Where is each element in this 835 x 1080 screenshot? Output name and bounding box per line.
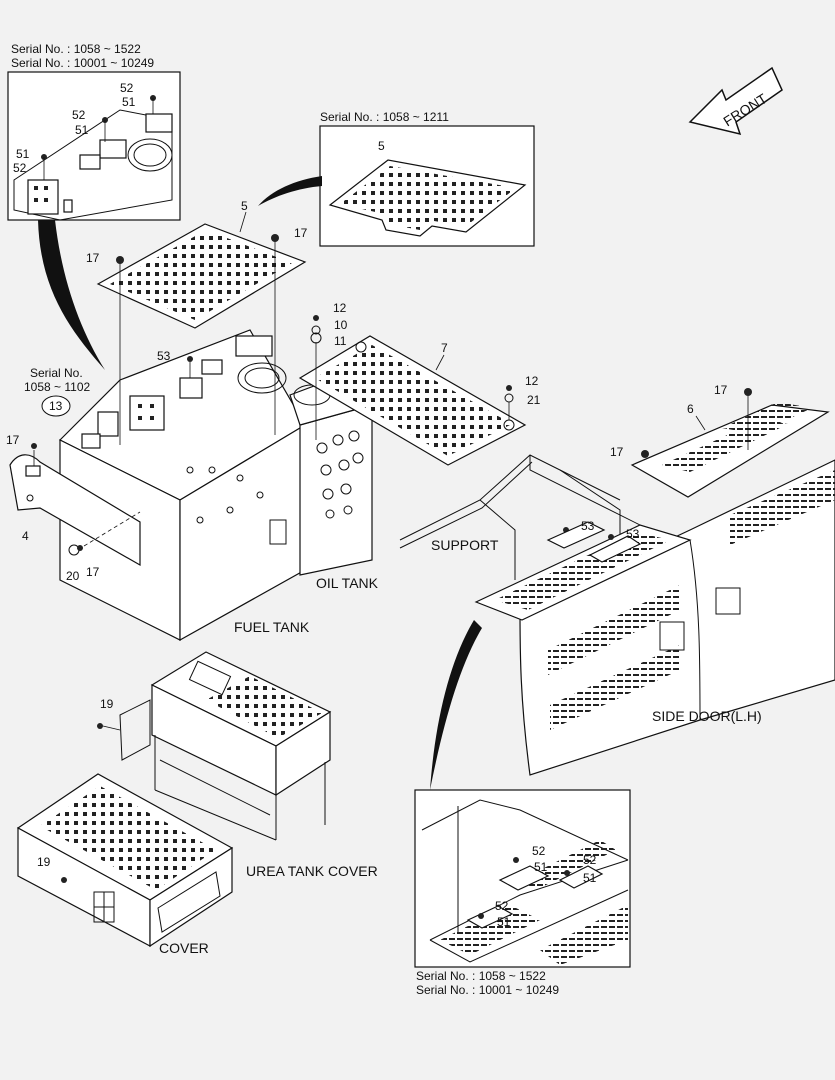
callout-21: 21 xyxy=(527,393,541,407)
plate-6: 6 17 17 xyxy=(610,383,830,498)
side-serial-line-1: Serial No. xyxy=(30,366,83,380)
fuel-tank-label: FUEL TANK xyxy=(234,619,310,635)
callout-51: 51 xyxy=(583,871,597,885)
callout-53: 53 xyxy=(157,349,171,363)
callout-17: 17 xyxy=(610,445,624,459)
inset-serial-line-1: Serial No. : 1058 ~ 1522 xyxy=(11,42,141,56)
callout-52: 52 xyxy=(72,108,86,122)
callout-51: 51 xyxy=(16,147,30,161)
connector-swoosh xyxy=(38,220,105,370)
inset-bottom-right: 52 51 52 51 52 51 Serial No. : 1058 ~ 15… xyxy=(414,789,631,997)
front-arrow: FRONT xyxy=(688,66,783,136)
callout-12: 12 xyxy=(333,301,347,315)
callout-5: 5 xyxy=(378,139,385,153)
side-door-label: SIDE DOOR(L.H) xyxy=(652,708,762,724)
side-serial-line-2: 1058 ~ 1102 xyxy=(24,380,91,394)
oil-tank-label: OIL TANK xyxy=(316,575,379,591)
support-frame: SUPPORT xyxy=(399,454,651,580)
callout-52: 52 xyxy=(583,853,597,867)
side-serial: Serial No. 1058 ~ 1102 13 xyxy=(24,366,91,417)
callout-19: 19 xyxy=(100,697,114,711)
callout-52: 52 xyxy=(532,844,546,858)
callout-17: 17 xyxy=(6,433,20,447)
callout-17: 17 xyxy=(86,251,100,265)
callout-51: 51 xyxy=(75,123,89,137)
support-label: SUPPORT xyxy=(431,537,499,553)
callout-6: 6 xyxy=(687,402,694,416)
inset-top-left: Serial No. : 1058 ~ 1522 Serial No. : 10… xyxy=(7,42,181,221)
callout-20: 20 xyxy=(66,569,80,583)
callout-51: 51 xyxy=(122,95,136,109)
connector-swoosh xyxy=(258,176,322,206)
callout-53: 53 xyxy=(626,527,640,541)
urea-tank-cover-label: UREA TANK COVER xyxy=(246,863,378,879)
inset-top-middle: Serial No. : 1058 ~ 1211 5 xyxy=(319,110,535,247)
cover-4: 17 4 20 17 xyxy=(6,433,141,583)
callout-12: 12 xyxy=(525,374,539,388)
plate-5: 5 17 17 xyxy=(86,199,308,445)
inset-serial-line-2: Serial No. : 10001 ~ 10249 xyxy=(416,983,559,997)
callout-17: 17 xyxy=(86,565,100,579)
callout-52: 52 xyxy=(120,81,134,95)
inset-serial-line-1: Serial No. : 1058 ~ 1522 xyxy=(416,969,546,983)
circled-13: 13 xyxy=(49,399,63,413)
callout-52: 52 xyxy=(13,161,27,175)
urea-tank-cover: 19 UREA TANK COVER xyxy=(97,651,378,879)
callout-10: 10 xyxy=(334,318,348,332)
callout-52: 52 xyxy=(495,899,509,913)
fuel-tank: FUEL TANK xyxy=(58,329,310,642)
inset-serial: Serial No. : 1058 ~ 1211 xyxy=(320,110,449,124)
oil-tank: OIL TANK xyxy=(289,379,379,591)
plate-7: 12 10 11 7 12 21 xyxy=(298,301,541,466)
callout-4: 4 xyxy=(22,529,29,543)
callout-19: 19 xyxy=(37,855,51,869)
callout-53: 53 xyxy=(581,519,595,533)
callout-5: 5 xyxy=(241,199,248,213)
cover: 19 COVER xyxy=(16,773,234,956)
cover-label: COVER xyxy=(159,940,209,956)
callout-17: 17 xyxy=(294,226,308,240)
callout-17: 17 xyxy=(714,383,728,397)
callout-51: 51 xyxy=(497,915,511,929)
side-door: 53 53 SIDE DOOR(L.H) xyxy=(474,459,835,776)
callout-7: 7 xyxy=(441,341,448,355)
callout-51: 51 xyxy=(534,860,548,874)
inset-serial-line-2: Serial No. : 10001 ~ 10249 xyxy=(11,56,154,70)
connector-swoosh xyxy=(430,620,482,790)
callout-11: 11 xyxy=(334,334,347,348)
